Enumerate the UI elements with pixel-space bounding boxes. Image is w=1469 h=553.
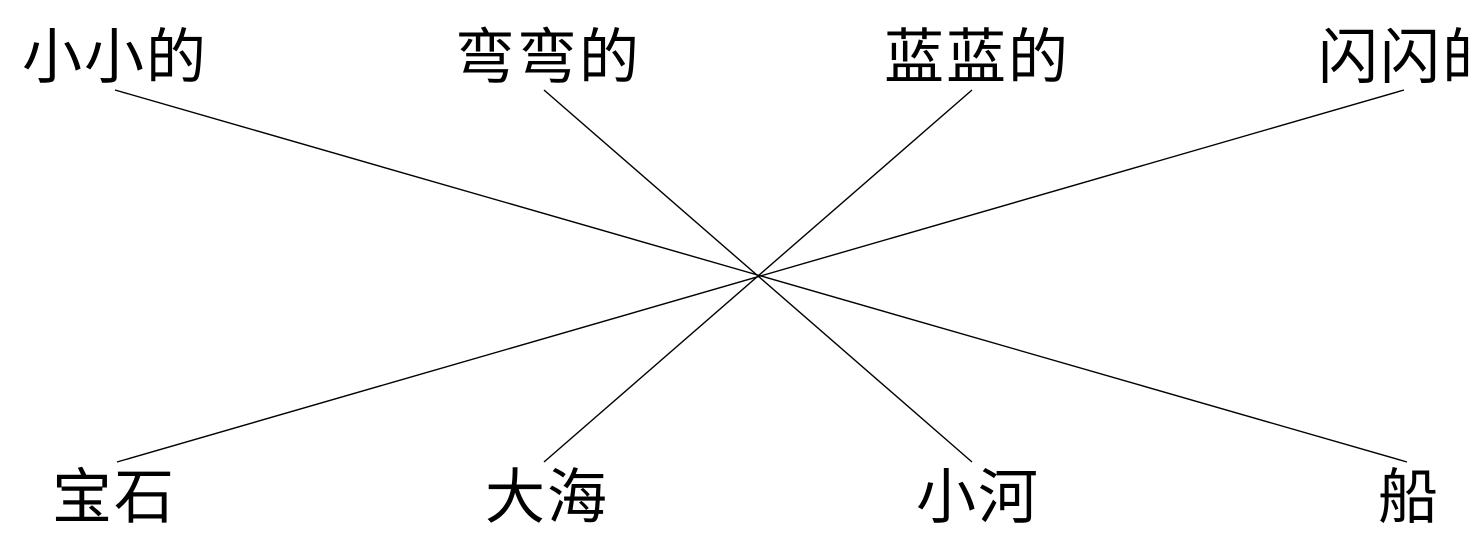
bottom-word-baoshi: 宝石 (52, 463, 176, 533)
bottom-word-xiaohe: 小河 (916, 463, 1040, 533)
bottom-word-chuan: 船 (1378, 463, 1440, 533)
top-word-shanshande: 闪闪的 (1318, 23, 1469, 93)
match-line-shanshande-baoshi (116, 89, 1405, 463)
top-word-lanlande: 蓝蓝的 (884, 23, 1070, 93)
bottom-word-dahai: 大海 (485, 463, 609, 533)
top-word-wanwande: 弯弯的 (455, 23, 641, 93)
top-word-xiaoxiaode: 小小的 (22, 23, 208, 93)
